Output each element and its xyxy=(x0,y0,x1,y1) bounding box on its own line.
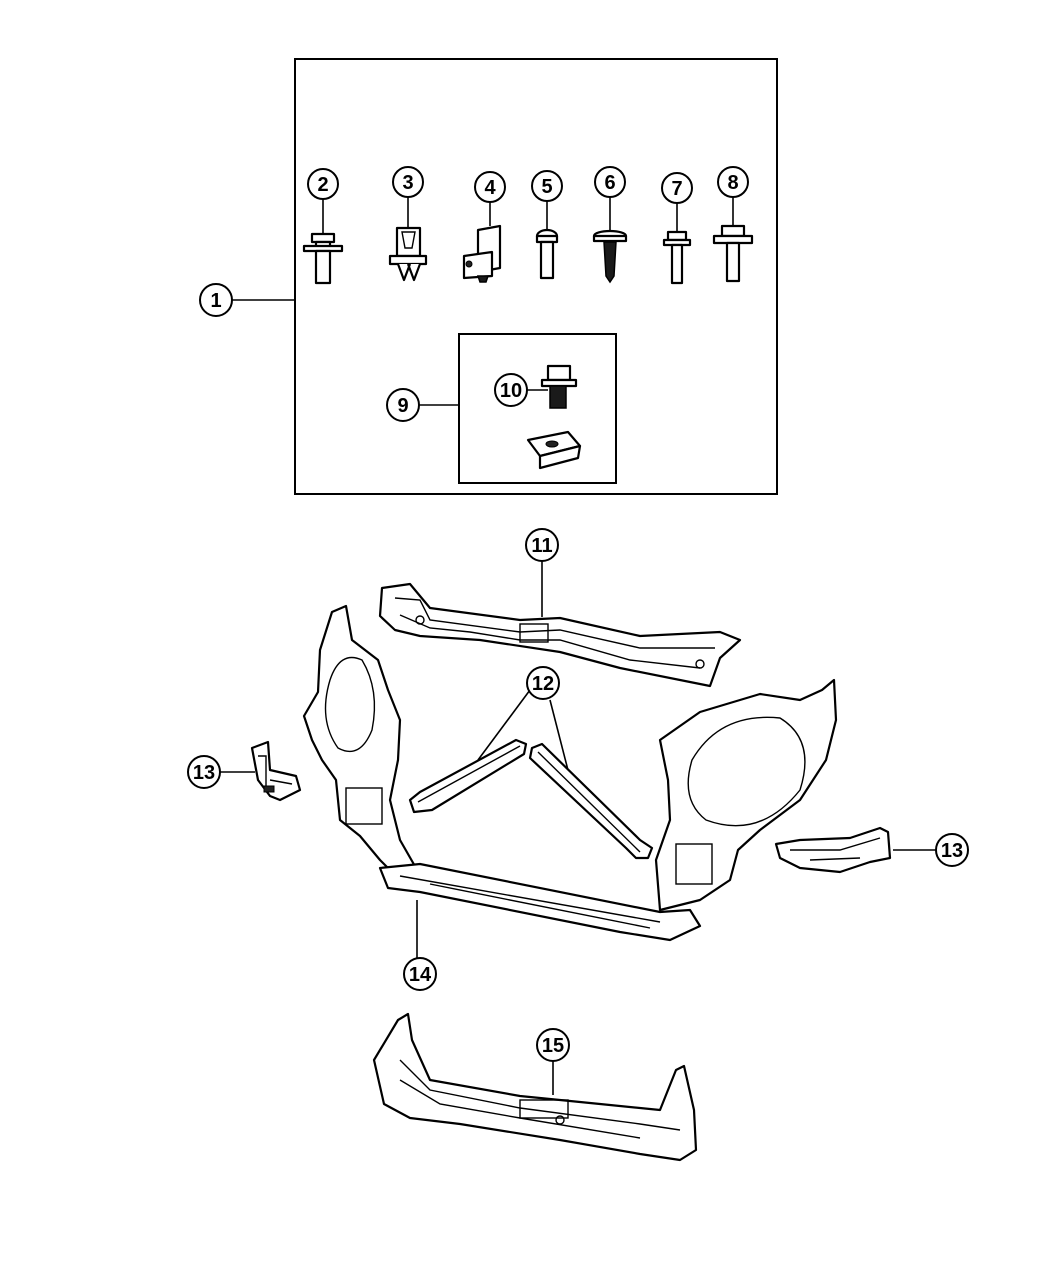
callout-7: 7 xyxy=(661,172,693,204)
callout-6-label: 6 xyxy=(604,172,615,194)
callout-13-left-label: 13 xyxy=(193,762,215,784)
nut-clip-icon xyxy=(462,224,502,283)
upper-crossmember-icon xyxy=(378,582,742,688)
bracket-icon xyxy=(250,740,302,802)
sub-kit-box xyxy=(458,333,617,484)
callout-11-label: 11 xyxy=(531,535,552,557)
callout-3-label: 3 xyxy=(402,172,413,194)
callout-14: 14 xyxy=(403,957,437,991)
callout-12: 12 xyxy=(526,666,560,700)
callout-2-label: 2 xyxy=(317,174,328,196)
callout-15: 15 xyxy=(536,1028,570,1062)
callout-3: 3 xyxy=(392,166,424,198)
callout-13-right-label: 13 xyxy=(941,840,963,862)
callout-13-left: 13 xyxy=(187,755,221,789)
kit-box xyxy=(294,58,778,495)
brace-icon xyxy=(408,738,654,860)
push-rivet-icon xyxy=(592,229,628,284)
callout-4-label: 4 xyxy=(484,177,496,199)
callout-9: 9 xyxy=(386,388,420,422)
callout-5: 5 xyxy=(531,170,563,202)
callout-9-label: 9 xyxy=(397,395,408,417)
callout-7-label: 7 xyxy=(671,178,682,200)
flange-screw-icon xyxy=(540,364,578,409)
callout-12-label: 12 xyxy=(532,673,554,695)
callout-14-label: 14 xyxy=(409,964,432,986)
callout-8-label: 8 xyxy=(727,172,738,194)
callout-13-right: 13 xyxy=(935,833,969,867)
callout-10-label: 10 xyxy=(500,380,522,402)
callout-4: 4 xyxy=(474,171,506,203)
u-nut-icon xyxy=(526,430,582,470)
callout-6: 6 xyxy=(594,166,626,198)
bolt-icon xyxy=(662,230,692,285)
callout-1: 1 xyxy=(199,283,233,317)
callout-8: 8 xyxy=(717,166,749,198)
clip-icon xyxy=(388,226,428,282)
callout-2: 2 xyxy=(307,168,339,200)
callout-15-label: 15 xyxy=(542,1035,564,1057)
lower-crossmember-icon xyxy=(372,1012,698,1162)
leader-lines xyxy=(220,197,937,1095)
screw-icon xyxy=(302,232,344,285)
pin-icon xyxy=(535,228,559,280)
callout-11: 11 xyxy=(525,528,559,562)
radiator-support-icon xyxy=(302,604,838,942)
bracket-icon-right xyxy=(774,826,892,874)
flange-bolt-icon xyxy=(712,224,754,283)
callout-5-label: 5 xyxy=(541,176,552,198)
callout-1-label: 1 xyxy=(210,290,221,312)
callout-10: 10 xyxy=(494,373,528,407)
